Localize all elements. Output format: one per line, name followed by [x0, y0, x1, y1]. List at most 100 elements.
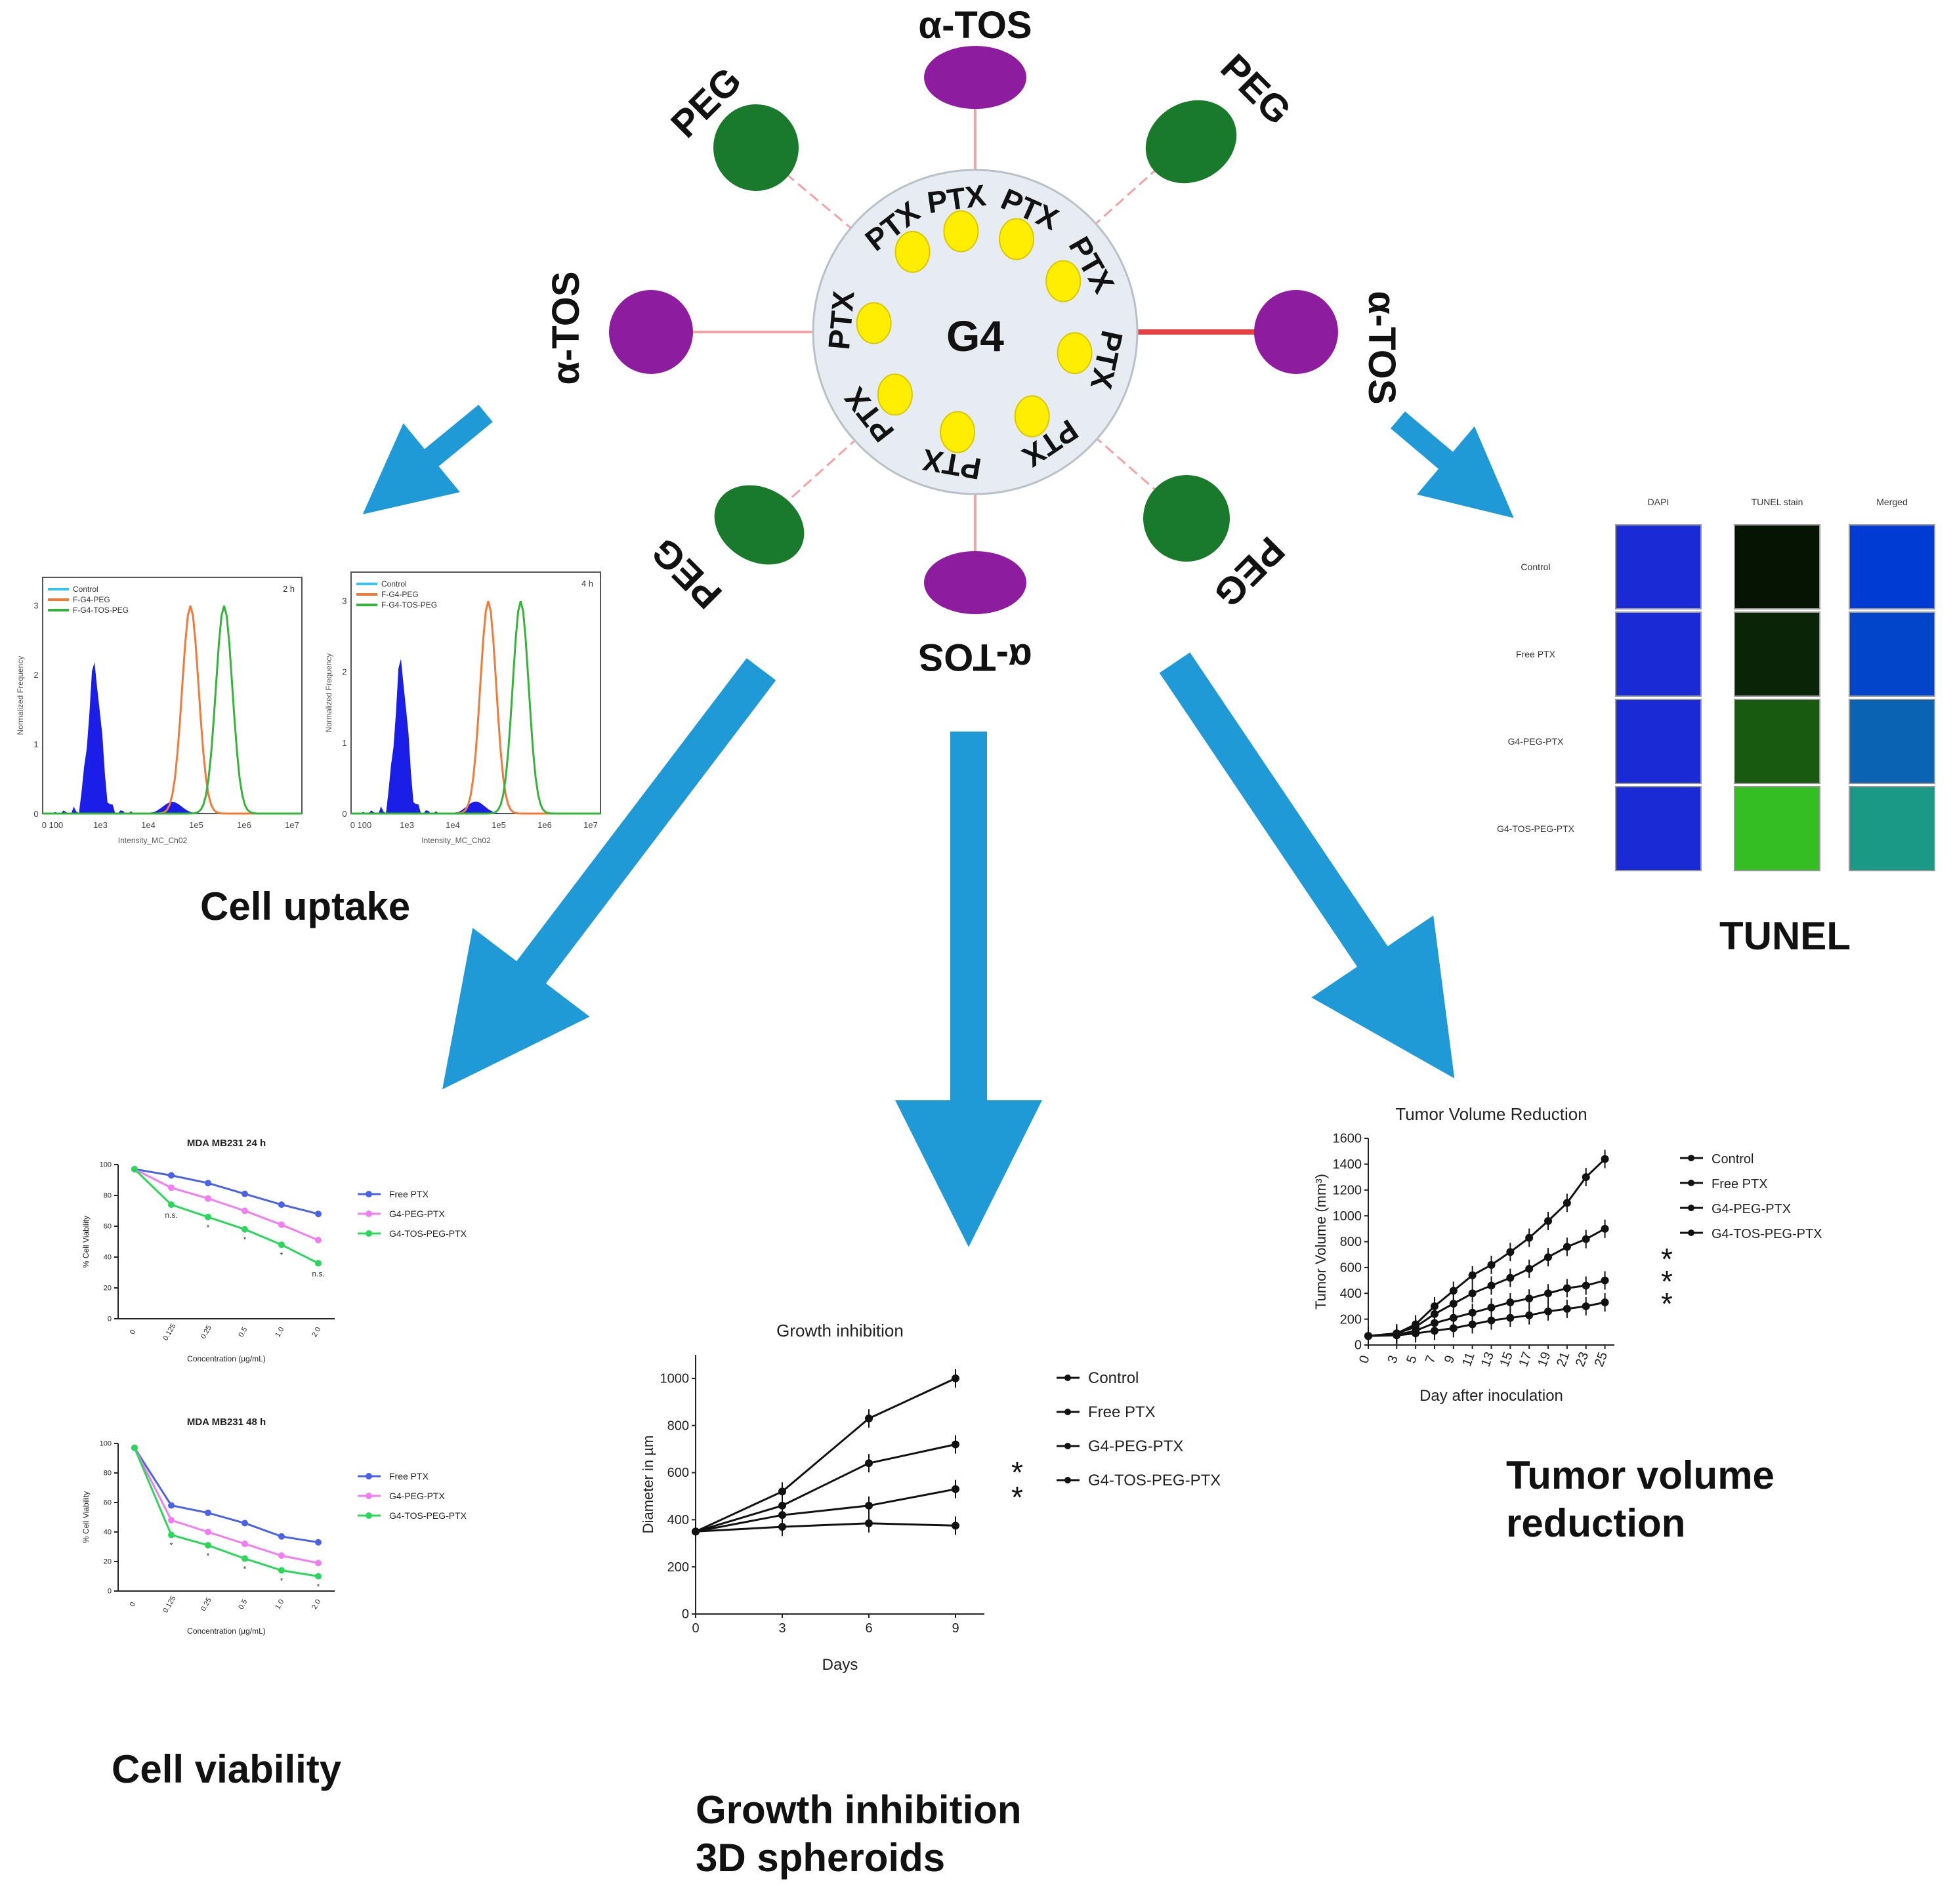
x-tick-label: 23: [1573, 1350, 1591, 1369]
tunel-row-label: Free PTX: [1516, 649, 1556, 659]
data-point: [1544, 1289, 1553, 1298]
data-point: [1487, 1281, 1496, 1290]
data-point: [168, 1184, 175, 1191]
series-line: [695, 1522, 956, 1533]
data-point: [692, 1527, 700, 1536]
ptx-molecule: [894, 230, 931, 273]
control-histogram: [351, 659, 600, 814]
data-point: [865, 1414, 873, 1422]
legend-label: Free PTX: [389, 1189, 429, 1199]
x-tick-label: 1.0: [274, 1598, 285, 1611]
y-tick-label: 40: [104, 1529, 112, 1537]
x-tick-label: 0 100: [42, 820, 64, 830]
series-line: [695, 1377, 956, 1533]
data-point: [278, 1221, 285, 1228]
legend-marker: [1064, 1443, 1071, 1449]
legend-label: F-G4-TOS-PEG: [381, 600, 437, 610]
x-tick-label: 5: [1404, 1354, 1419, 1365]
peg-label-bottomleft: PEG: [643, 529, 730, 617]
y-tick-label: 100: [100, 1440, 112, 1448]
data-point: [1430, 1327, 1438, 1335]
y-tick-label: 20: [104, 1558, 112, 1566]
data-point: [1393, 1331, 1401, 1340]
legend-label: Control: [1088, 1369, 1139, 1387]
significance-annotation: *: [280, 1251, 284, 1260]
data-point: [278, 1241, 285, 1249]
data-point: [205, 1542, 211, 1549]
y-tick-label: 1000: [1333, 1209, 1362, 1224]
dapi-image: [1615, 524, 1702, 610]
y-tick-label: 20: [104, 1285, 112, 1293]
legend-label: Control: [1712, 1152, 1754, 1167]
x-tick-label: 2.0: [310, 1598, 322, 1611]
data-point: [1506, 1298, 1515, 1307]
legend-label: G4-PEG-PTX: [1712, 1202, 1791, 1216]
x-tick-label: 1e4: [446, 820, 460, 830]
y-tick-label: 60: [104, 1223, 112, 1231]
peg-ligand-bottomleft: [714, 485, 805, 565]
tunel-row-label: G4-TOS-PEG-PTX: [1497, 823, 1575, 834]
peg-ligand-topright: [1145, 100, 1237, 184]
core-label: G4: [946, 312, 1004, 360]
legend-label: F-G4-TOS-PEG: [73, 606, 129, 615]
x-tick-label: 0.25: [200, 1324, 213, 1340]
data-point: [315, 1539, 322, 1546]
legend-label: G4-TOS-PEG-PTX: [389, 1510, 467, 1521]
x-tick-label: 0.25: [200, 1596, 213, 1613]
data-point: [1449, 1287, 1458, 1295]
data-point: [1525, 1311, 1534, 1319]
y-tick-label: 600: [1340, 1261, 1362, 1275]
y-tick-label: 0: [1354, 1338, 1362, 1353]
ptx-molecule: [999, 218, 1035, 260]
significance-star: *: [1661, 1242, 1673, 1276]
data-point: [168, 1531, 175, 1539]
significance-annotation: *: [243, 1235, 247, 1245]
y-tick-label: 0: [342, 809, 346, 819]
arrow-to-cell-uptake: [362, 404, 493, 514]
significance-annotation: *: [243, 1565, 247, 1574]
legend-label: F-G4-PEG: [381, 590, 419, 599]
data-point: [1449, 1314, 1458, 1322]
x-tick-label: 0 100: [350, 820, 372, 830]
data-point: [1468, 1289, 1477, 1298]
data-point: [1544, 1253, 1553, 1262]
legend-label: Control: [73, 585, 98, 594]
data-point: [778, 1523, 786, 1531]
tunel-heading: TUNEL: [1719, 914, 1851, 958]
data-point: [778, 1501, 786, 1510]
x-tick-label: 1e3: [400, 820, 414, 830]
ptx-molecule: [1014, 395, 1050, 438]
legend-marker: [1688, 1230, 1694, 1236]
series-line: [133, 1447, 319, 1544]
data-point: [1487, 1316, 1496, 1325]
legend-marker: [366, 1230, 372, 1237]
flow-arrows: [362, 404, 1514, 1247]
y-tick-label: 100: [100, 1161, 112, 1169]
legend-marker: [1688, 1205, 1694, 1211]
significance-star: *: [1661, 1287, 1673, 1321]
chart-title: MDA MB231 24 h: [187, 1138, 266, 1149]
x-tick-label: 1e3: [93, 820, 108, 830]
x-tick-label: 1e5: [189, 820, 203, 830]
tos-label-top: α-TOS: [918, 4, 1032, 47]
y-axis-label: Tumor Volume (mm³): [1312, 1174, 1329, 1310]
tos-ligand-right: [1254, 290, 1338, 374]
tos-label-bottom: α-TOS: [918, 636, 1032, 678]
legend-label: G4-PEG-PTX: [389, 1209, 445, 1219]
y-tick-label: 0: [33, 809, 38, 819]
tos-label-left: α-TOS: [545, 271, 587, 384]
data-point: [205, 1509, 211, 1516]
y-axis-label: Normalized Frequency: [16, 656, 25, 735]
tos-ligand-top: [924, 46, 1026, 109]
data-point: [1412, 1329, 1420, 1338]
y-tick-label: 3: [342, 596, 346, 606]
series-line: [134, 1168, 319, 1241]
ptx-label: PTX: [822, 289, 861, 351]
tos-label-right: α-TOS: [1360, 291, 1403, 404]
legend-marker: [366, 1512, 372, 1519]
peg-ligand-bottomright: [1143, 475, 1230, 562]
merged-image: [1849, 611, 1935, 697]
